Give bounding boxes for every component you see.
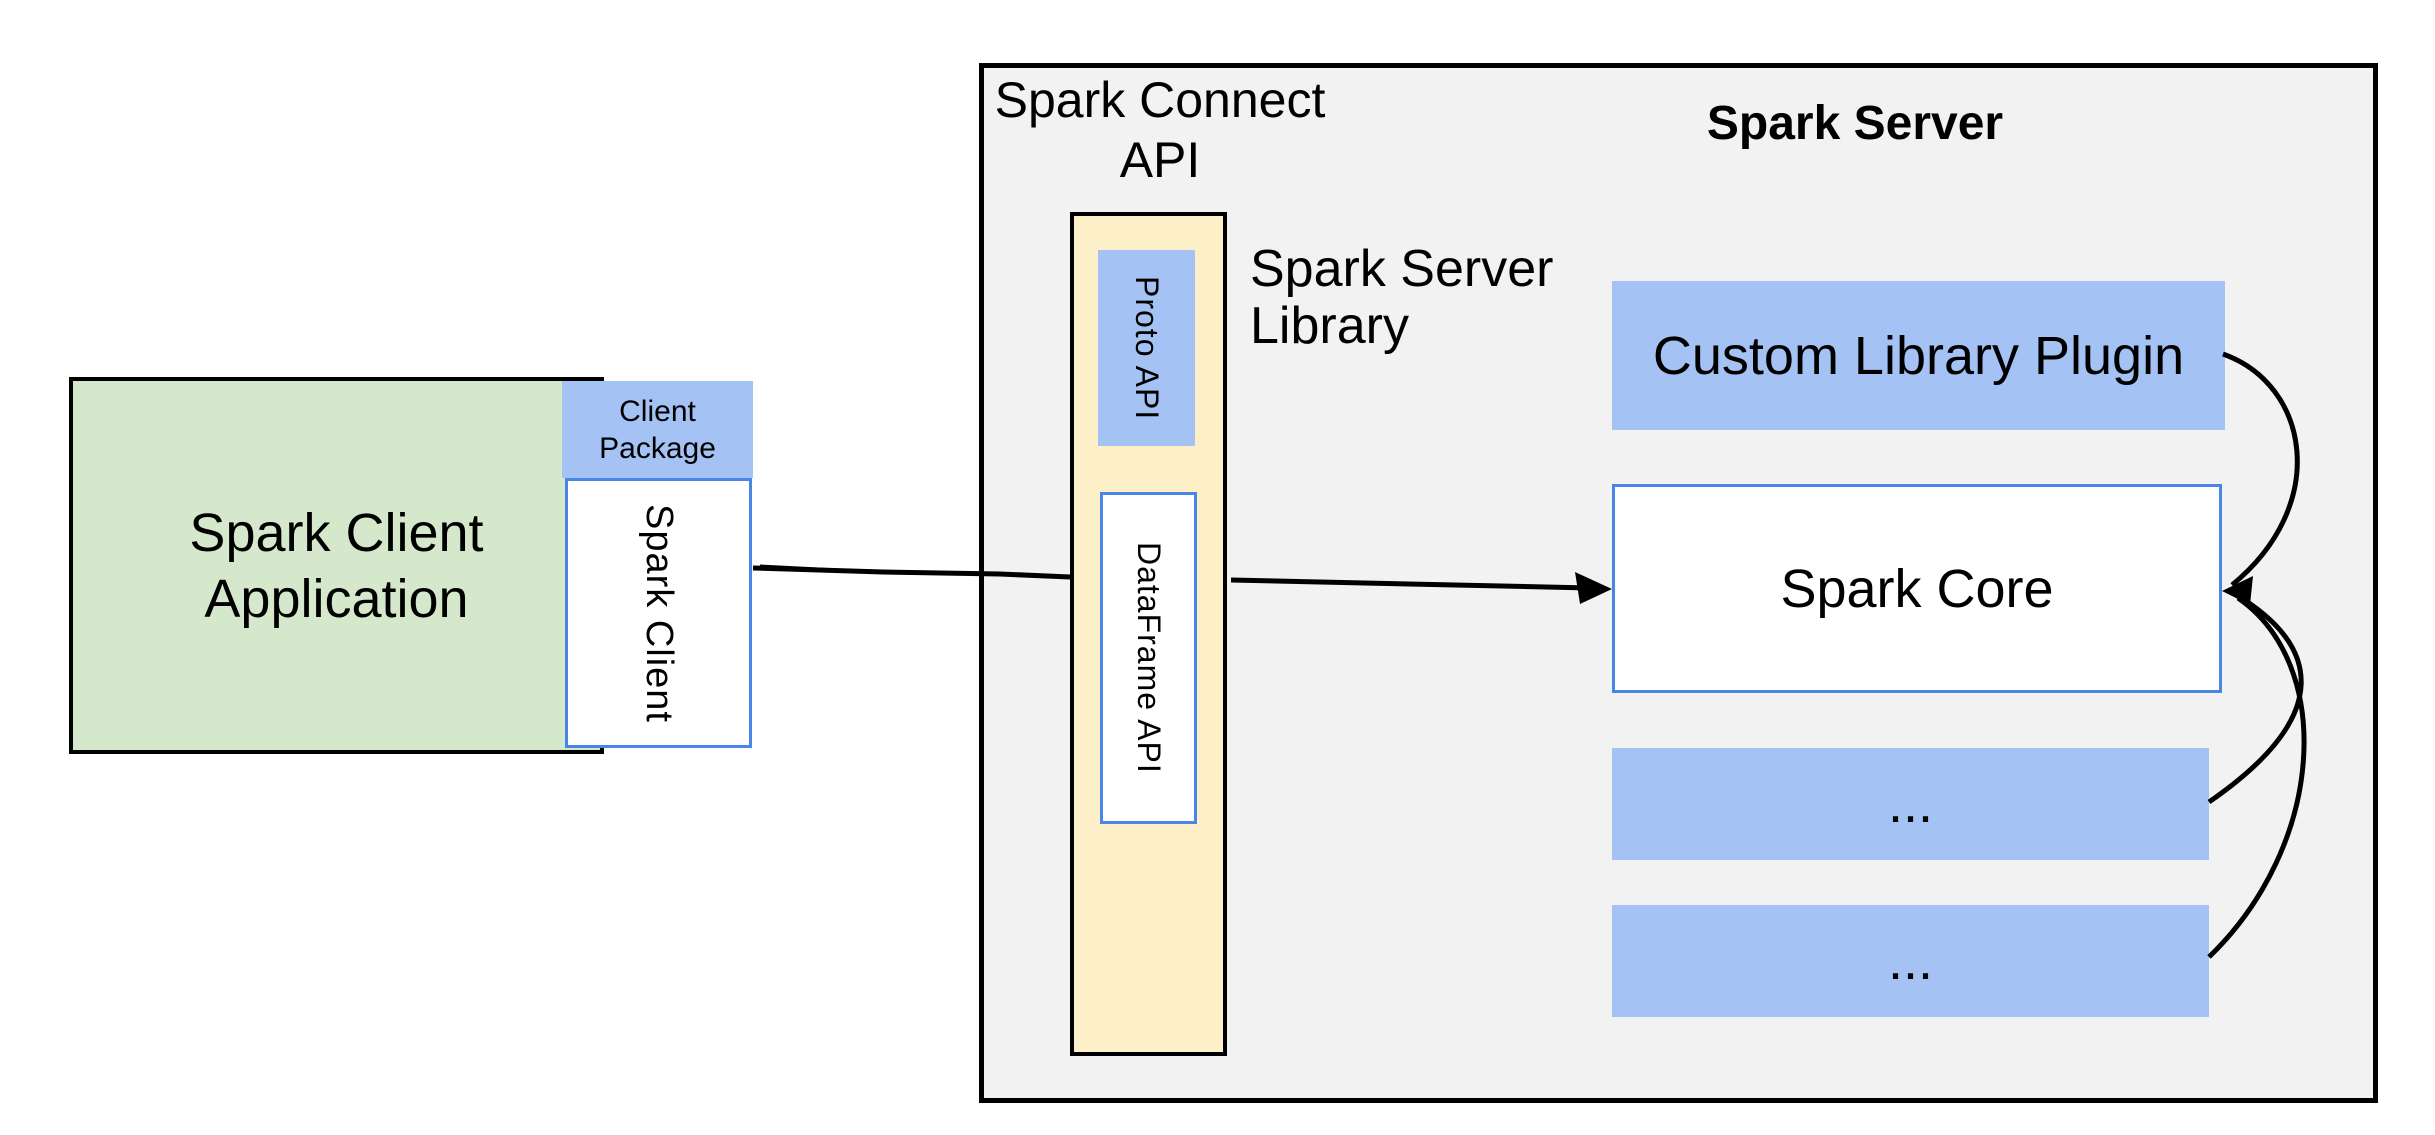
dataframe-api-box: DataFrame API: [1100, 492, 1197, 824]
custom-library-plugin-label: Custom Library Plugin: [1652, 325, 2185, 386]
proto-api-box: Proto API: [1098, 250, 1195, 446]
spark-core-label: Spark Core: [1780, 558, 2054, 619]
connector-client-to-library-overdraw: [759, 564, 859, 573]
spark-client-application-label: Spark Client Application: [189, 502, 484, 629]
spark-client-box: Spark Client: [565, 478, 752, 748]
ellipsis-label-1: ...: [1887, 774, 1933, 834]
client-package-box: Client Package: [562, 381, 753, 478]
spark-client-label: Spark Client: [638, 503, 680, 723]
spark-connect-api-label: Spark Connect API: [994, 72, 1326, 188]
spark-server-library-label: Spark Server Library: [1250, 240, 1554, 355]
spark-core-box: Spark Core: [1612, 484, 2222, 693]
ellipsis-box-1: ...: [1612, 748, 2209, 860]
custom-library-plugin-box: Custom Library Plugin: [1612, 281, 2225, 430]
spark-server-title: Spark Server: [1706, 97, 2004, 150]
ellipsis-label-2: ...: [1887, 931, 1933, 991]
dataframe-api-label: DataFrame API: [1131, 542, 1167, 774]
client-package-label: Client Package: [599, 394, 716, 465]
proto-api-label: Proto API: [1129, 275, 1165, 421]
ellipsis-box-2: ...: [1612, 905, 2209, 1017]
spark-client-application-box: Spark Client Application: [69, 377, 604, 754]
